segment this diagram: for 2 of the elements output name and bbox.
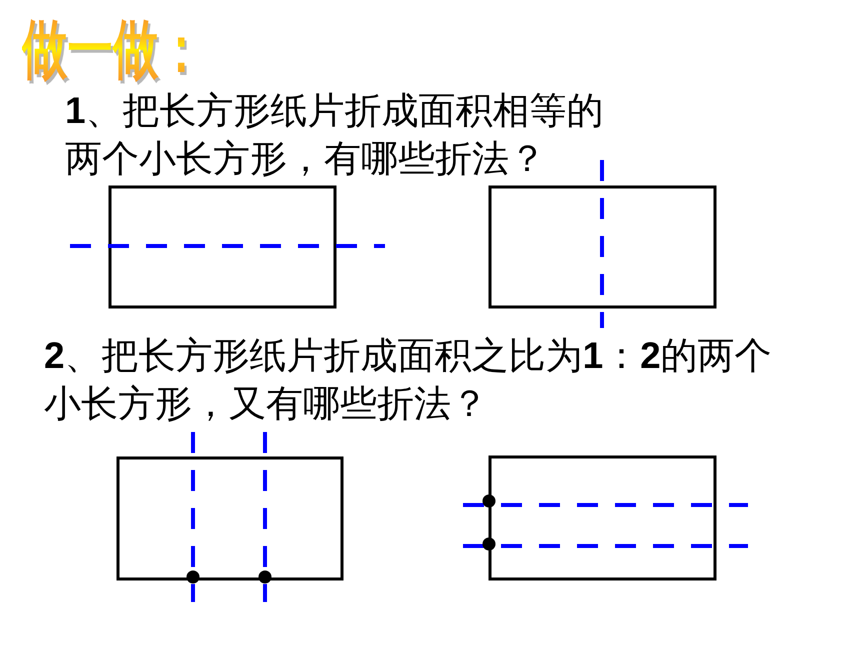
- question-text: 2、把长方形纸片折成面积之比为1：2的两个小长方形，又有哪些折法？: [44, 334, 773, 426]
- question-text: 1、把长方形纸片折成面积相等的两个小长方形，有哪些折法？: [65, 89, 605, 181]
